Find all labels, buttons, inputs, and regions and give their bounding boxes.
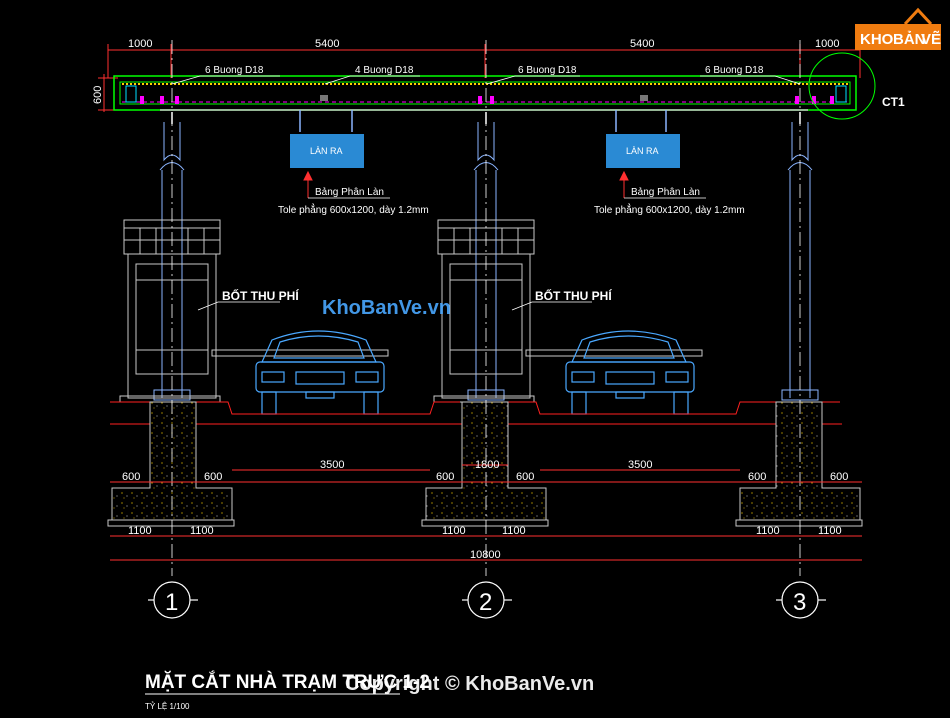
booth-label-1: BỐT THU PHÍ [222,288,299,303]
sign-title-1: Bảng Phân Làn [315,187,384,198]
lane-sign-1 [290,110,364,168]
drawing-title: MẶT CẮT NHÀ TRẠM TRỰC 1-2 [145,671,430,693]
dim-600-6: 600 [830,471,848,483]
foundation-1 [107,401,235,527]
dim-1800: 1800 [475,459,499,471]
detail-circle [808,52,876,120]
top-dim-4: 1000 [815,38,839,50]
watermark-center: KhoBanVe.vn [322,297,451,319]
rebar-leaders [171,75,801,85]
toll-booth-1 [119,219,221,403]
axis-label-3: 3 [793,589,806,616]
axis-center-lines [171,40,801,576]
axis-label-1: 1 [165,589,178,616]
lane-sign-2 [606,110,680,168]
svg-text:VẼ: VẼ [921,30,941,48]
sign-spec-1: Tole phẳng 600x1200, dày 1.2mm [278,203,429,216]
rebar-label-3: 6 Buong D18 [518,65,577,76]
barrier-arm-2 [525,349,703,357]
lane-sign-2-text: LÀN RA [626,146,659,156]
barrier-arm-1 [211,349,389,357]
axis-bubbles [148,581,826,619]
svg-text:KHO: KHO [860,31,894,48]
dim-1100-1: 1100 [128,525,152,537]
drawing-scale: TỶ LỆ 1/100 [145,702,190,711]
top-dim-2: 5400 [315,38,339,50]
dim-1100-6: 1100 [818,525,842,537]
dim-1100-3: 1100 [442,525,466,537]
axis-label-2: 2 [479,589,492,616]
foundation-3 [735,401,863,527]
dim-1100-4: 1100 [502,525,526,537]
khobanve-logo: KHO BẢN VẼ [855,7,941,50]
bottom-dimension-lines [110,464,862,561]
dim-600-3: 600 [436,471,454,483]
dim-600-5: 600 [748,471,766,483]
rebar-label-4: 6 Buong D18 [705,65,764,76]
copyright-watermark: Copyright © KhoBanVe.vn [345,673,594,695]
svg-text:BẢN: BẢN [893,31,926,48]
top-dim-3: 5400 [630,38,654,50]
dim-600-4: 600 [516,471,534,483]
roof-beam [113,75,857,111]
sign-title-2: Bảng Phân Làn [631,187,700,198]
rebar-label-2: 4 Buong D18 [355,65,414,76]
sign-spec-2: Tole phẳng 600x1200, dày 1.2mm [594,203,745,216]
detail-tag: CT1 [882,95,905,109]
dim-total: 10800 [470,549,501,561]
car-1 [255,330,385,415]
dim-3500-2: 3500 [628,459,652,471]
rebar-label-1: 6 Buong D18 [205,65,264,76]
dim-600-1: 600 [122,471,140,483]
dim-1100-5: 1100 [756,525,780,537]
lane-sign-1-text: LÀN RA [310,146,343,156]
top-dim-1: 1000 [128,38,152,50]
dim-3500-1: 3500 [320,459,344,471]
dim-600-2: 600 [204,471,222,483]
booth-label-2: BỐT THU PHÍ [535,288,612,303]
car-2 [565,330,695,415]
left-dim: 600 [92,86,104,104]
dim-1100-2: 1100 [190,525,214,537]
